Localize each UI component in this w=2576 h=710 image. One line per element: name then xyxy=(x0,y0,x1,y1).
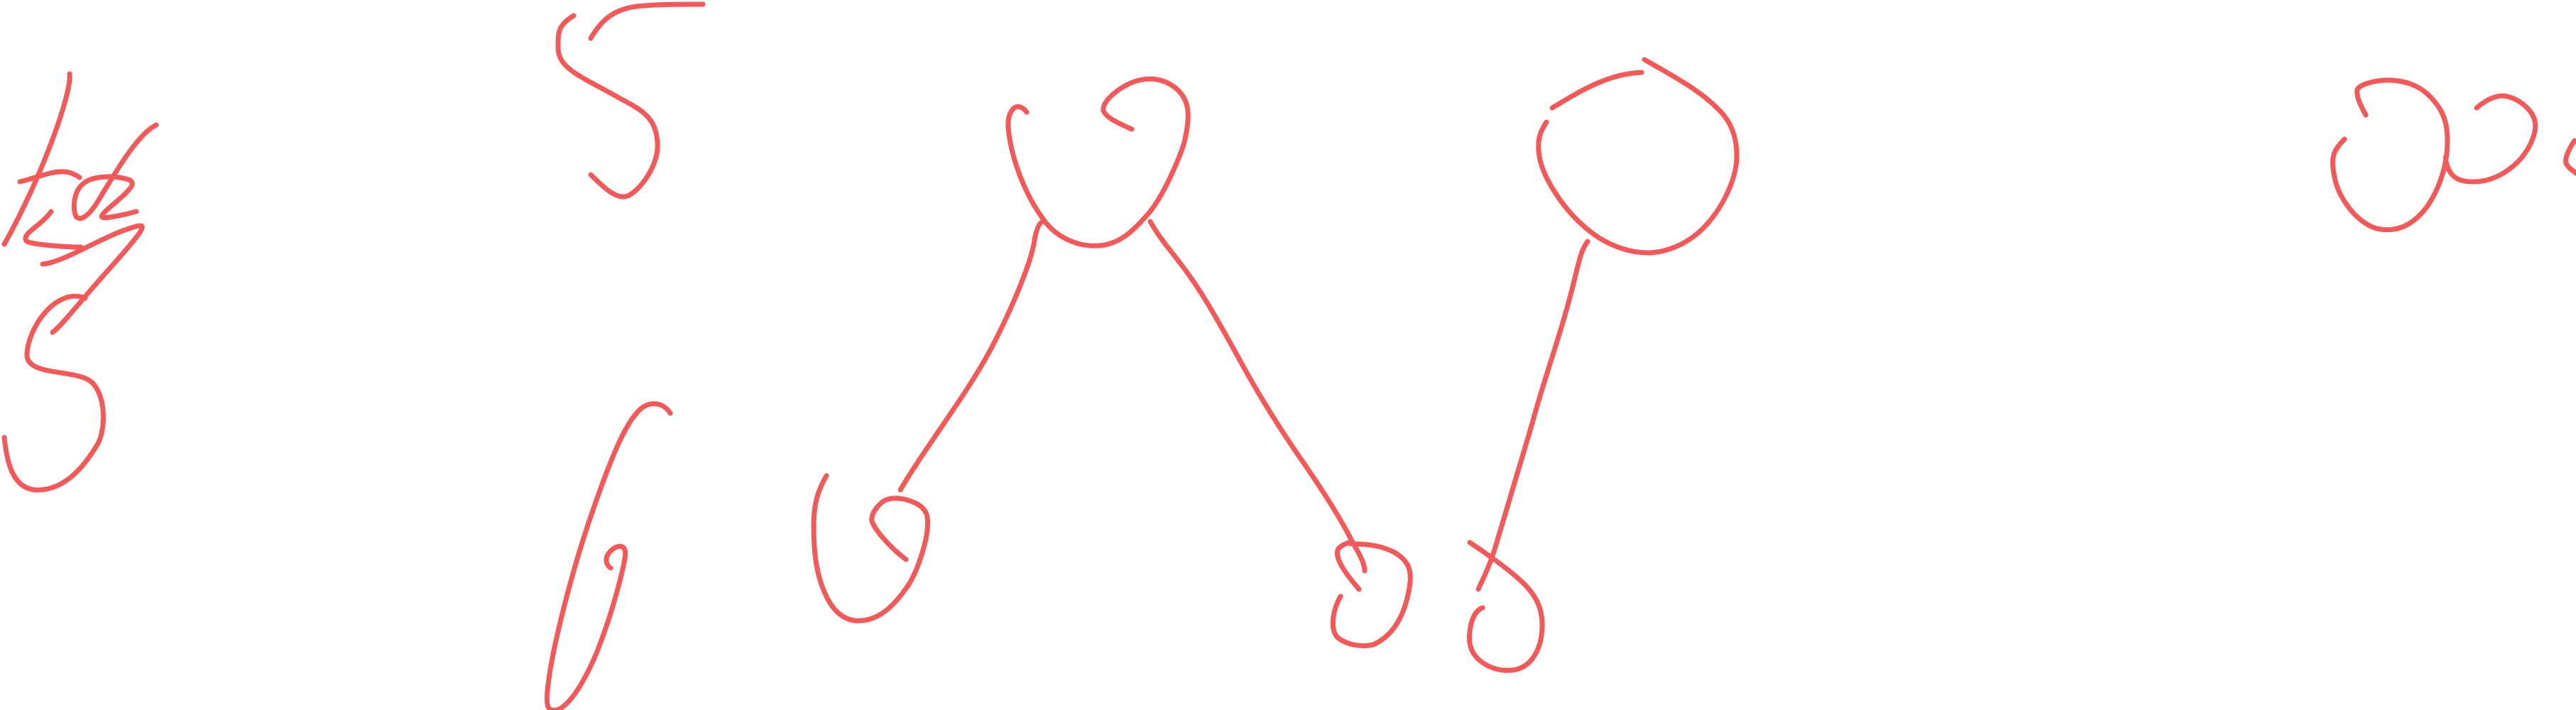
node-n10 xyxy=(2563,138,2576,176)
digit-6-stroke xyxy=(544,401,673,710)
node-n5 xyxy=(1330,540,1413,649)
scribble-stroke xyxy=(1,71,72,247)
scribble-stroke xyxy=(1,293,106,493)
digit-5-stroke xyxy=(555,13,660,200)
node-n1 xyxy=(555,1,706,200)
node-n9-stroke xyxy=(2443,93,2538,185)
edge-n6-n7 xyxy=(1475,239,1590,592)
scribble-stroke xyxy=(23,209,84,250)
scribble-stroke xyxy=(71,122,159,221)
digit-5-stroke xyxy=(588,1,706,41)
node-n5-stroke xyxy=(1330,541,1413,649)
node-n6-stroke xyxy=(1536,57,1740,256)
node-n3-stroke xyxy=(1005,76,1191,248)
node-n6-stroke xyxy=(1549,70,1644,111)
scribble-stroke xyxy=(17,169,82,185)
node-n4-stroke xyxy=(811,473,931,623)
node-n6 xyxy=(1536,57,1740,256)
edge-n3-n5 xyxy=(1147,219,1368,574)
node-n8-stroke xyxy=(2330,77,2450,233)
edge-n3-n4 xyxy=(897,219,1047,493)
left-edge-scribble xyxy=(1,71,159,493)
node-n7 xyxy=(1467,540,1545,673)
scribble-stroke xyxy=(40,223,145,335)
node-n10-stroke xyxy=(2563,138,2576,176)
node-n3 xyxy=(1005,76,1191,248)
node-n9 xyxy=(2443,93,2538,185)
node-n8 xyxy=(2330,77,2450,233)
node-n4 xyxy=(811,473,931,623)
node-n5-stroke xyxy=(1334,540,1362,592)
digit-6-stroke xyxy=(550,544,628,710)
node-n2 xyxy=(544,401,673,710)
node-n7-stroke xyxy=(1467,540,1545,673)
